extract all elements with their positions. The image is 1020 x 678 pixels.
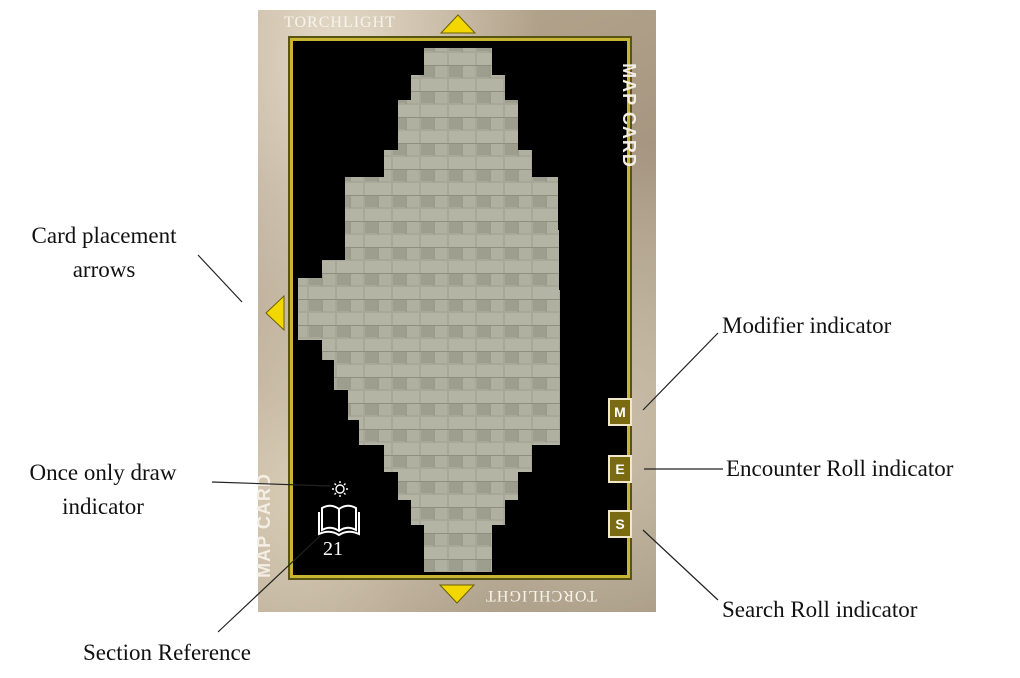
floor-shape xyxy=(298,48,560,572)
encounter-callout: Encounter Roll indicator xyxy=(726,456,954,481)
card-placement-line2: arrows xyxy=(72,257,136,282)
torchlight-label-bottom: TORCHLIGHT xyxy=(485,587,597,604)
card-placement-callout: Card placement arrows xyxy=(4,219,204,287)
encounter-badge: E xyxy=(608,455,632,483)
search-callout: Search Roll indicator xyxy=(722,597,918,622)
section-reference-callout: Section Reference xyxy=(83,640,251,665)
modifier-callout: Modifier indicator xyxy=(722,313,892,338)
modifier-badge: M xyxy=(608,398,632,426)
once-only-callout: Once only draw indicator xyxy=(0,456,206,524)
card-placement-line1: Card placement xyxy=(31,223,177,248)
search-badge: S xyxy=(608,510,632,538)
section-number: 21 xyxy=(323,538,343,560)
torchlight-label-top: TORCHLIGHT xyxy=(284,14,396,31)
once-only-line2: indicator xyxy=(62,494,144,519)
map-card-label-right: MAP CARD xyxy=(618,63,639,168)
once-only-line1: Once only draw xyxy=(29,460,177,485)
map-card-label-left: MAP CARD xyxy=(253,473,274,578)
